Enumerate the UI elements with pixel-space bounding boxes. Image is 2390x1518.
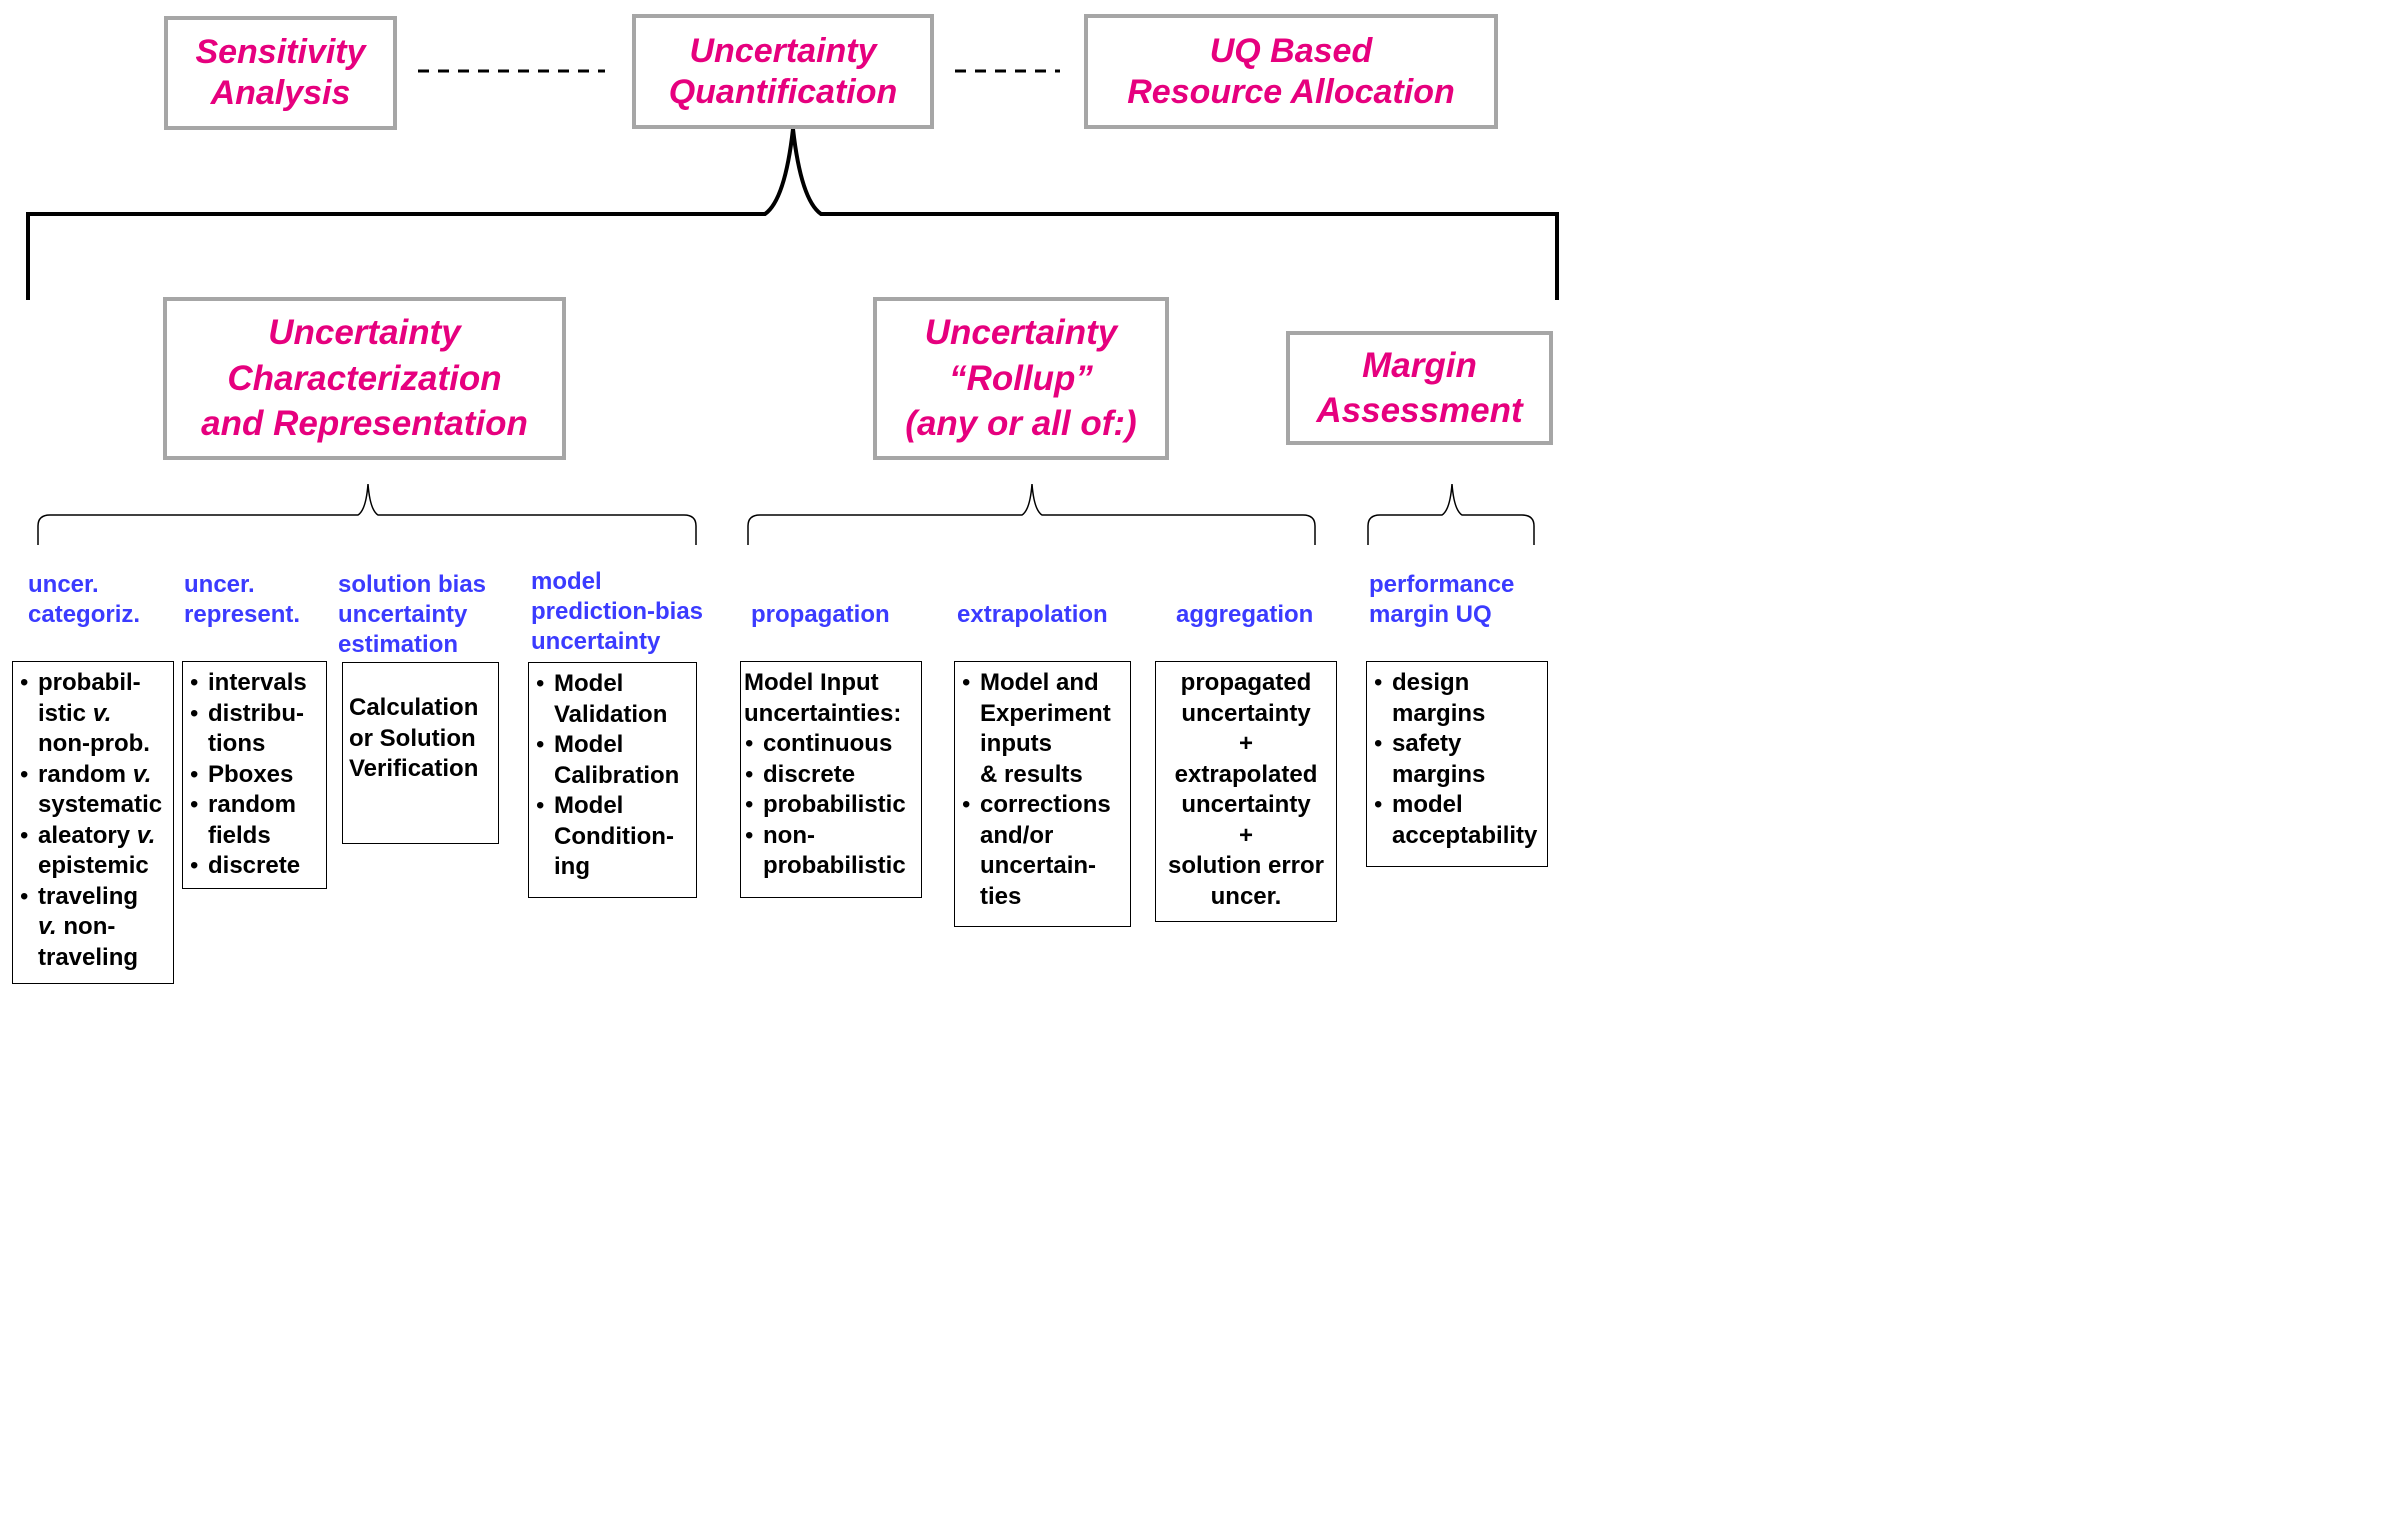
list-item: corrections and/or uncertain- ties bbox=[961, 790, 1124, 912]
uncertainty-quantification-box: Uncertainty Quantification bbox=[632, 14, 934, 129]
extrapolation-list: Model and Experiment inputs & results co… bbox=[961, 668, 1124, 912]
sensitivity-analysis-box: Sensitivity Analysis bbox=[164, 16, 397, 130]
margin-brace bbox=[1367, 483, 1535, 545]
categoriz-box: probabil- istic v. non-prob. random v. s… bbox=[12, 661, 174, 984]
list-item: probabilistic bbox=[744, 790, 915, 821]
rollup-brace bbox=[747, 483, 1316, 545]
aggregation-text: propagated uncertainty + extrapolated un… bbox=[1167, 669, 1324, 910]
solution-bias-box: Calculation or Solution Verification bbox=[342, 662, 499, 844]
margin-assessment-box: Margin Assessment bbox=[1286, 331, 1553, 445]
represent-list: intervals distribu- tions Pboxes random … bbox=[189, 668, 320, 882]
categoriz-list: probabil- istic v. non-prob. random v. s… bbox=[19, 668, 167, 973]
list-item: continuous bbox=[744, 729, 915, 760]
list-item: random fields bbox=[189, 790, 320, 851]
list-item: intervals bbox=[189, 668, 320, 699]
rollup-title: Uncertainty “Rollup” (any or all of:) bbox=[905, 313, 1137, 444]
list-item: Model Condition- ing bbox=[535, 791, 690, 883]
model-bias-list: Model Validation Model Calibration Model… bbox=[535, 669, 690, 883]
resource-allocation-box: UQ Based Resource Allocation bbox=[1084, 14, 1498, 129]
list-item: random v. systematic bbox=[19, 760, 167, 821]
solution-bias-column-title: solution bias uncertainty estimation bbox=[338, 571, 487, 658]
characterization-brace bbox=[37, 483, 697, 545]
rollup-box: Uncertainty “Rollup” (any or all of:) bbox=[873, 297, 1169, 460]
list-item: probabil- istic v. non-prob. bbox=[19, 668, 167, 760]
represent-column-title: uncer. represent. bbox=[184, 571, 301, 628]
model-bias-box: Model Validation Model Calibration Model… bbox=[528, 662, 697, 898]
resource-allocation-title: UQ Based Resource Allocation bbox=[1127, 31, 1455, 111]
performance-column-title: performance margin UQ bbox=[1369, 571, 1515, 628]
propagation-column-title: propagation bbox=[751, 601, 890, 628]
list-item: Model Validation bbox=[535, 669, 690, 730]
list-item: discrete bbox=[189, 851, 320, 882]
main-brace bbox=[26, 128, 1559, 300]
connector-lines bbox=[26, 69, 1559, 545]
performance-box: design margins safety margins model acce… bbox=[1366, 661, 1548, 867]
aggregation-box: propagated uncertainty + extrapolated un… bbox=[1155, 661, 1337, 922]
margin-assessment-title: Margin Assessment bbox=[1316, 345, 1523, 431]
list-item: model acceptability bbox=[1373, 790, 1541, 851]
propagation-list: continuous discrete probabilistic non- p… bbox=[744, 729, 915, 882]
characterization-title: Uncertainty Characterization and Represe… bbox=[201, 313, 528, 444]
extrapolation-box: Model and Experiment inputs & results co… bbox=[954, 661, 1131, 927]
list-item: aleatory v. epistemic bbox=[19, 821, 167, 882]
categoriz-column-title: uncer. categoriz. bbox=[28, 571, 141, 628]
list-item: non- probabilistic bbox=[744, 821, 915, 882]
list-item: Model Calibration bbox=[535, 730, 690, 791]
represent-box: intervals distribu- tions Pboxes random … bbox=[182, 661, 327, 889]
list-item: traveling v. non- traveling bbox=[19, 882, 167, 974]
extrapolation-column-title: extrapolation bbox=[957, 601, 1108, 628]
list-item: design margins bbox=[1373, 668, 1541, 729]
uq-taxonomy-diagram: Sensitivity Analysis Uncertainty Quantif… bbox=[0, 0, 1568, 998]
model-bias-column-title: model prediction-bias uncertainty bbox=[531, 568, 704, 655]
list-item: safety margins bbox=[1373, 729, 1541, 790]
list-item: Model and Experiment inputs & results bbox=[961, 668, 1124, 790]
propagation-box: Model Input uncertainties: continuous di… bbox=[740, 661, 922, 898]
sensitivity-analysis-title: Sensitivity Analysis bbox=[195, 33, 366, 112]
performance-list: design margins safety margins model acce… bbox=[1373, 668, 1541, 851]
solution-bias-text: Calculation or Solution Verification bbox=[349, 694, 479, 782]
aggregation-column-title: aggregation bbox=[1176, 601, 1314, 628]
uncertainty-quantification-title: Uncertainty Quantification bbox=[668, 31, 898, 111]
list-item: distribu- tions bbox=[189, 699, 320, 760]
characterization-box: Uncertainty Characterization and Represe… bbox=[163, 297, 566, 460]
propagation-intro: Model Input uncertainties: bbox=[744, 669, 902, 727]
list-item: Pboxes bbox=[189, 760, 320, 791]
list-item: discrete bbox=[744, 760, 915, 791]
